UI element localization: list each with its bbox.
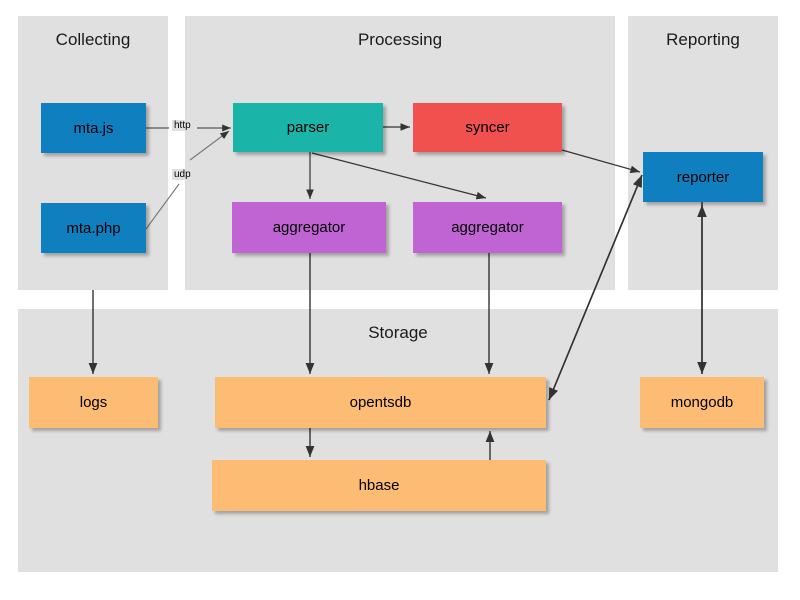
node-label-syncer: syncer [465,119,510,136]
node-label-opentsdb: opentsdb [349,394,412,411]
node-label-logs: logs [79,394,108,411]
edge-label-udp-label: udp [172,169,193,180]
node-label-aggregator-2: aggregator [451,219,524,236]
node-aggregator-1[interactable]: aggregator [232,202,386,253]
node-opentsdb[interactable]: opentsdb [215,377,546,428]
node-mongodb[interactable]: mongodb [640,377,764,428]
group-storage: Storage [18,309,778,572]
node-parser[interactable]: parser [233,103,383,152]
node-label-hbase: hbase [358,477,400,494]
node-logs[interactable]: logs [29,377,158,428]
node-label-mta-php: mta.php [66,219,121,237]
edge-label-http-label: http [172,120,193,131]
node-reporter[interactable]: reporter [643,152,763,202]
node-label-aggregator-1: aggregator [272,219,346,236]
node-label-mongodb: mongodb [670,394,734,411]
group-title-storage: Storage [368,323,428,342]
node-mta-php[interactable]: mta.php [41,203,146,253]
node-mta-js[interactable]: mta.js [41,103,146,153]
node-label-mta-js: mta.js [73,119,114,137]
node-hbase[interactable]: hbase [212,460,546,511]
node-label-parser: parser [286,119,330,136]
node-aggregator-2[interactable]: aggregator [413,202,562,253]
node-label-reporter: reporter [676,168,730,186]
group-title-collecting: Collecting [55,30,131,49]
group-title-processing: Processing [357,30,443,49]
node-syncer[interactable]: syncer [413,103,562,152]
group-title-reporting: Reporting [666,30,740,49]
